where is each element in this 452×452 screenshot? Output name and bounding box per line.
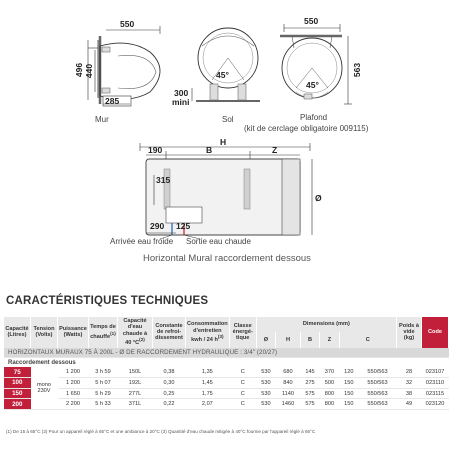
- col-code: Code: [421, 317, 449, 348]
- plafond-note: (kit de cerclage obligatoire 009115): [244, 124, 369, 133]
- sol-label: Sol: [222, 115, 234, 124]
- diagram-subtitle: Horizontal Mural raccordement dessous: [143, 253, 311, 264]
- side-290-text: 290: [150, 221, 164, 231]
- table-row: 75 mono 230V 1 200 3 h 59 150L 0,38 1,35…: [4, 367, 449, 411]
- mur-label: Mur: [95, 115, 109, 124]
- col-consommation: Consommation d'entretien kwh / 24 h(3): [185, 317, 230, 348]
- table-sub-label: Raccordement dessous: [8, 359, 76, 366]
- table-row: 200 2 200 5 h 33 371L 0,22 2,07 C 530 14…: [4, 398, 449, 411]
- table-row: 150 1 650 5 h 29 277L 0,25 1,75 C 530 11…: [4, 388, 449, 400]
- table-band: HORIZONTAUX MURAUX 75 À 200L - Ø DE RACC…: [4, 347, 449, 359]
- sol-unit-text: mini: [172, 97, 189, 107]
- col-classe: Classe énergé-tique: [229, 317, 257, 348]
- table-row: 100 1 200 5 h 07 192L 0,30 1,45 C 530 84…: [4, 377, 449, 389]
- spec-table: Capacité (Litres) Tension (Volts) Puissa…: [4, 317, 449, 411]
- side-315-text: 315: [156, 175, 170, 185]
- col-puissance: Puissance (Watts): [57, 317, 89, 348]
- mur-diagram: 550 496 440 285 Mur: [74, 19, 161, 124]
- tension-cell: mono 230V: [30, 367, 58, 411]
- sol-angle-text: 45°: [216, 70, 229, 80]
- dim-b: B: [300, 332, 321, 348]
- side-z-text: Z: [272, 145, 277, 155]
- col-temps: Temps de chauffe(1): [88, 317, 118, 348]
- side-190-text: 190: [148, 145, 162, 155]
- sol-diagram: 45° 300 mini Sol: [172, 27, 260, 124]
- col-constante: Constante de refroi-dissement: [152, 317, 186, 348]
- water-in-label: Arrivée eau froide: [110, 237, 174, 246]
- side-view-diagram: H 190 B Z 315 Ø 290 125 Arrivée eau froi…: [110, 137, 322, 246]
- plafond-diagram: 550 563 45° Plafond (kit de cerclage obl…: [244, 16, 369, 133]
- water-out-label: Sortie eau chaude: [186, 237, 251, 246]
- col-capacite: Capacité (Litres): [4, 317, 31, 348]
- mur-height-outer-text: 496: [74, 63, 84, 77]
- mur-height-inner-text: 440: [84, 64, 94, 78]
- side-h-text: H: [220, 137, 226, 147]
- col-eau: Capacité d'eau chaude à 40 °C(2): [117, 317, 153, 348]
- dim-diam: Ø: [256, 332, 277, 348]
- mur-depth-text: 285: [105, 96, 119, 106]
- installation-diagrams: 550 496 440 285 Mur 45° 300 mini Sol: [74, 16, 369, 133]
- plafond-height-text: 563: [352, 63, 362, 77]
- side-diameter-text: Ø: [315, 193, 322, 203]
- dim-z: Z: [319, 332, 340, 348]
- dim-h: H: [275, 332, 301, 348]
- plafond-angle-text: 45°: [306, 80, 319, 90]
- footnotes: (1) De 15 à 65°C (2) Pour un appareil ré…: [6, 429, 316, 434]
- col-poids: Poids à vide (kg): [396, 317, 422, 348]
- sol-height-text: 300: [174, 88, 188, 98]
- col-tension: Tension (Volts): [30, 317, 58, 348]
- side-125-text: 125: [176, 221, 190, 231]
- plafond-width-text: 550: [304, 16, 318, 26]
- side-b-text: B: [206, 145, 212, 155]
- plafond-label: Plafond: [300, 113, 327, 122]
- col-dimensions: Dimensions (mm): [256, 317, 398, 333]
- section-title: CARACTÉRISTIQUES TECHNIQUES: [6, 295, 209, 307]
- dim-c: C: [339, 332, 398, 348]
- mur-width-text: 550: [120, 19, 134, 29]
